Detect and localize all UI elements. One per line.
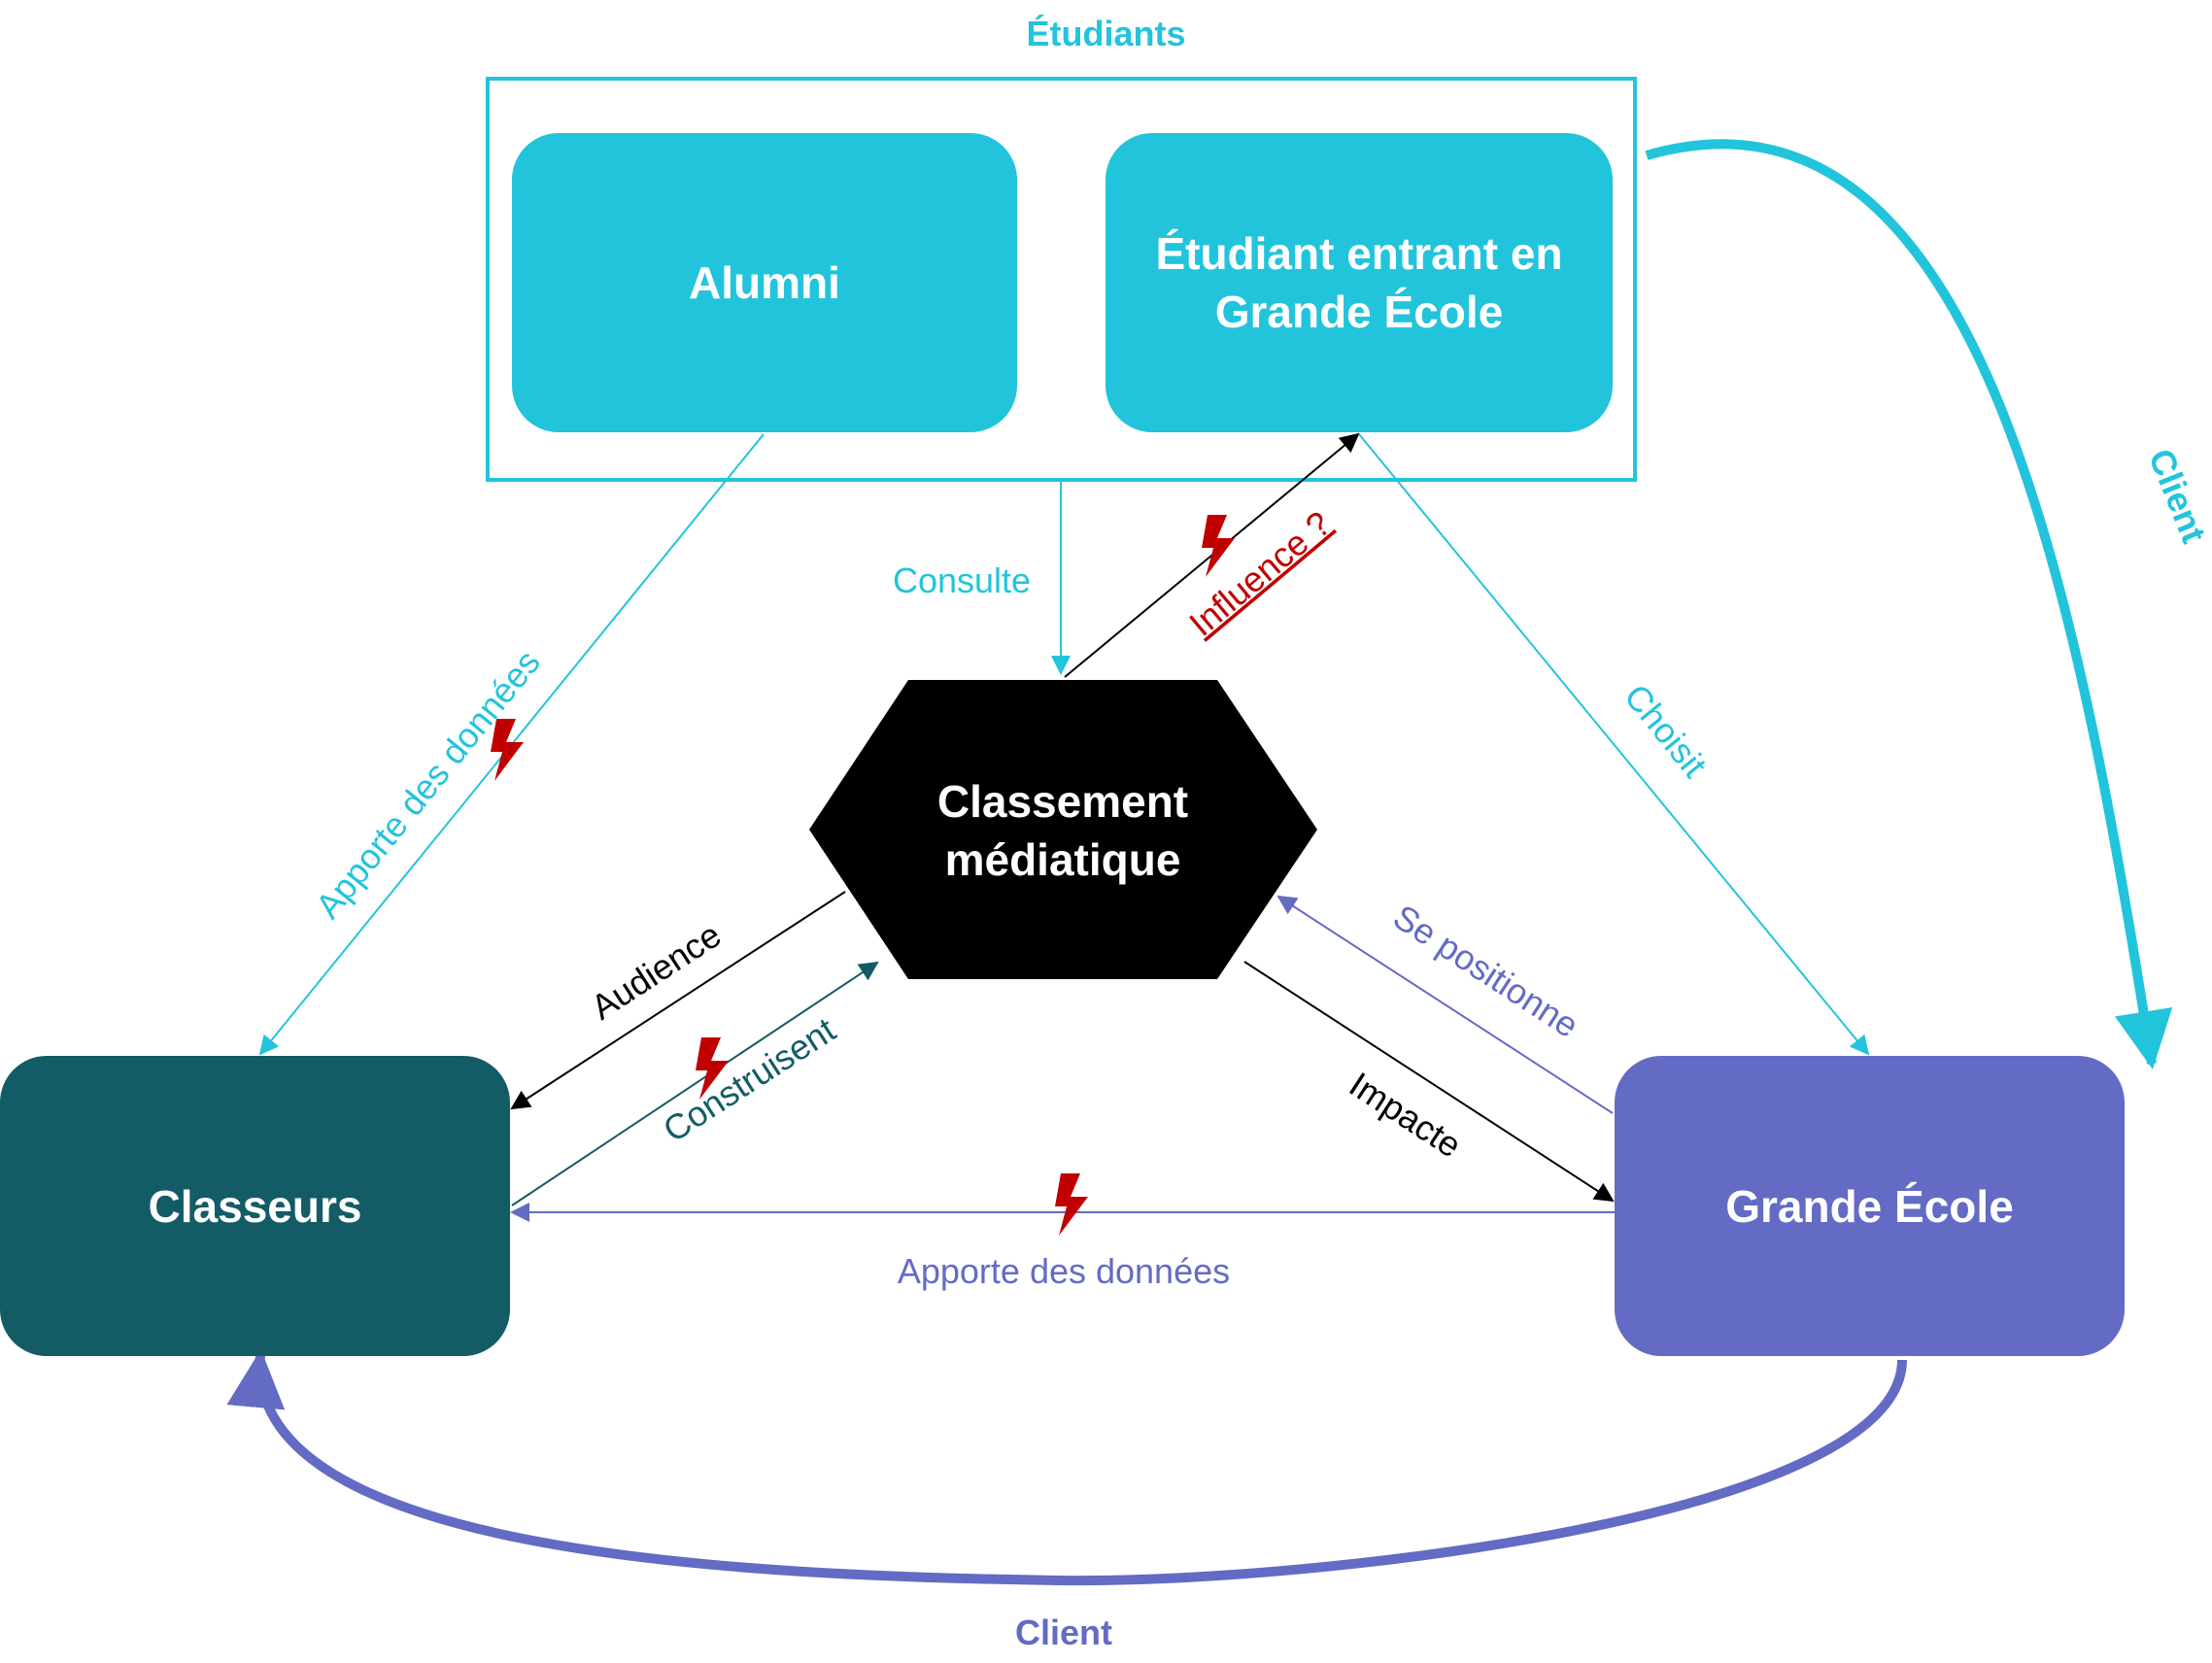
- node-alumni[interactable]: Alumni: [512, 133, 1017, 432]
- node-classeurs-label: Classeurs: [148, 1180, 362, 1232]
- label-construisent: Construisent: [656, 1009, 842, 1149]
- arrow-client-bottom: [226, 1349, 1907, 1586]
- node-grande-ecole-label: Grande École: [1725, 1180, 2014, 1232]
- label-apporte-ge: Apporte des données: [898, 1251, 1230, 1291]
- node-alumni-label: Alumni: [689, 257, 840, 308]
- label-client-right: Client: [2141, 443, 2212, 548]
- arrow-audience: [510, 891, 846, 1110]
- group-title-etudiants: Étudiants: [1026, 14, 1186, 53]
- label-client-bottom: Client: [1015, 1612, 1112, 1652]
- classement-hexagon[interactable]: [809, 680, 1317, 979]
- lightning-icon: [696, 1037, 729, 1100]
- arrow-construisent: [511, 961, 879, 1206]
- node-classement-mediatique[interactable]: Classement médiatique: [855, 738, 1271, 923]
- lightning-icon: [1055, 1173, 1088, 1236]
- node-etudiant-entrant-label: Étudiant entrant en Grande École: [1155, 228, 1563, 337]
- arrow-choisit: [1358, 433, 1870, 1056]
- node-etudiant-entrant[interactable]: Étudiant entrant en Grande École: [1106, 133, 1613, 432]
- arrow-impacte: [1243, 961, 1615, 1203]
- label-influence: Influence ?: [1181, 503, 1338, 644]
- arrow-se-positionne: [1276, 895, 1614, 1114]
- lightning-icon: [1202, 515, 1235, 577]
- label-consulte: Consulte: [893, 560, 1031, 600]
- lightning-icon: [491, 719, 524, 781]
- label-impacte: Impacte: [1343, 1064, 1469, 1165]
- label-choisit: Choisit: [1616, 676, 1715, 784]
- node-classement-label: Classement médiatique: [936, 776, 1189, 885]
- label-apporte-alumni: Apporte des données: [308, 642, 548, 926]
- label-se-positionne: Se positionne: [1386, 897, 1585, 1045]
- label-audience: Audience: [584, 914, 728, 1027]
- node-grande-ecole[interactable]: Grande École: [1615, 1056, 2125, 1356]
- group-box-etudiants: [486, 77, 1637, 482]
- arrow-client-right: [1645, 139, 2173, 1069]
- node-classeurs[interactable]: Classeurs: [0, 1056, 510, 1356]
